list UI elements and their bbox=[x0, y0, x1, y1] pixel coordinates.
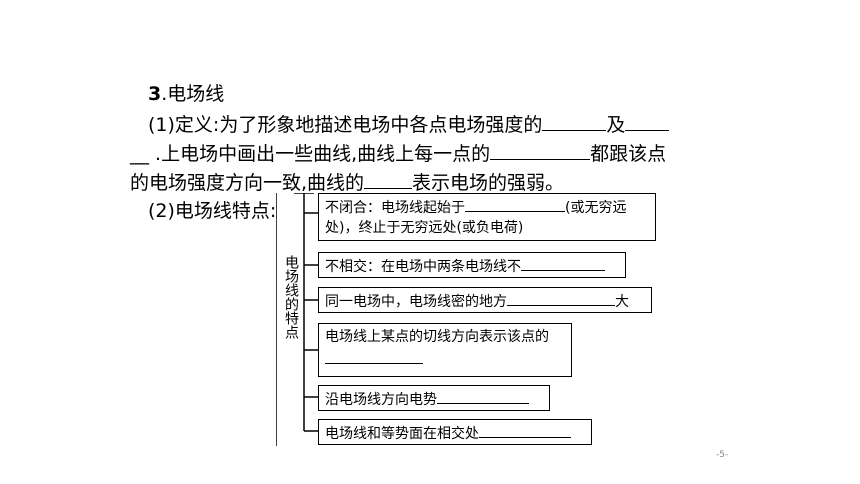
fill-blank bbox=[479, 422, 571, 438]
features-label: (2)电场线特点: bbox=[148, 200, 277, 222]
definition-text: 的电场强度方向一致,曲线的 bbox=[130, 172, 365, 194]
feature-box-equipotential: 电场线和等势面在相交处 bbox=[318, 419, 592, 445]
feature-box-not-closed: 不闭合：电场线起始于 (或无穷远 处)，终止于无穷远处(或负电荷) bbox=[318, 193, 656, 241]
feature-text: 电场线上某点的切线方向表示该点的 bbox=[325, 329, 549, 345]
feature-text: 同一电场中，电场线密的地方 bbox=[325, 294, 507, 310]
feature-text: (或无穷远 bbox=[565, 200, 627, 216]
fill-blank bbox=[521, 255, 605, 271]
fill-blank bbox=[490, 141, 591, 160]
definition-text: 都跟该点 bbox=[590, 143, 667, 165]
fill-blank bbox=[364, 170, 413, 189]
feature-text: 不相交：在电场中两条电场线不 bbox=[325, 259, 521, 275]
feature-text: 处)，终止于无穷远处(或负电荷) bbox=[325, 220, 524, 236]
heading-text: .电场线 bbox=[161, 83, 225, 105]
page-number: -5- bbox=[716, 450, 729, 460]
feature-text: 不闭合：电场线起始于 bbox=[325, 200, 465, 216]
connector-lines bbox=[276, 193, 318, 446]
fill-blank bbox=[507, 290, 615, 306]
definition-text: 及 bbox=[606, 114, 626, 136]
definition-text: 电场中画出一些曲线,曲线上每一点的 bbox=[180, 143, 491, 165]
fill-blank bbox=[437, 388, 529, 404]
feature-box-potential: 沿电场线方向电势 bbox=[318, 385, 550, 411]
feature-box-no-intersect: 不相交：在电场中两条电场线不 bbox=[318, 252, 626, 278]
definition-line-3: 的电场强度方向一致,曲线的 表示电场的强弱。 bbox=[130, 170, 564, 195]
definition-text: __ .上 bbox=[130, 143, 181, 165]
feature-text: 沿电场线方向电势 bbox=[325, 392, 437, 408]
feature-box-tangent: 电场线上某点的切线方向表示该点的 bbox=[318, 323, 572, 377]
features-diagram: 电场线的特点 不闭合：电场线起始于(或无穷远 处)，终止于无穷远处(或负电荷) … bbox=[276, 193, 656, 446]
feature-box-density: 同一电场中，电场线密的地方 大 bbox=[318, 287, 652, 313]
fill-blank bbox=[465, 196, 565, 212]
definition-text: 表示电场的强弱。 bbox=[412, 172, 565, 194]
definition-line-1: (1)定义:为了形象地描述电场中各点电场强度的 及 bbox=[148, 112, 670, 137]
vertical-title: 电场线的特点 bbox=[283, 255, 299, 339]
fill-blank bbox=[542, 112, 607, 131]
heading-number: 3 bbox=[148, 83, 162, 105]
fill-blank bbox=[325, 348, 423, 364]
fill-blank bbox=[625, 112, 670, 131]
definition-line-2: __ .上电场中画出一些曲线,曲线上每一点的 都跟该点 bbox=[130, 141, 666, 166]
feature-text: 大 bbox=[615, 294, 629, 310]
section-heading: 3.电场线 bbox=[148, 82, 224, 106]
feature-text: 电场线和等势面在相交处 bbox=[325, 426, 479, 442]
definition-text: (1)定义:为了形象地描述电场中各点电场强度的 bbox=[148, 114, 543, 136]
